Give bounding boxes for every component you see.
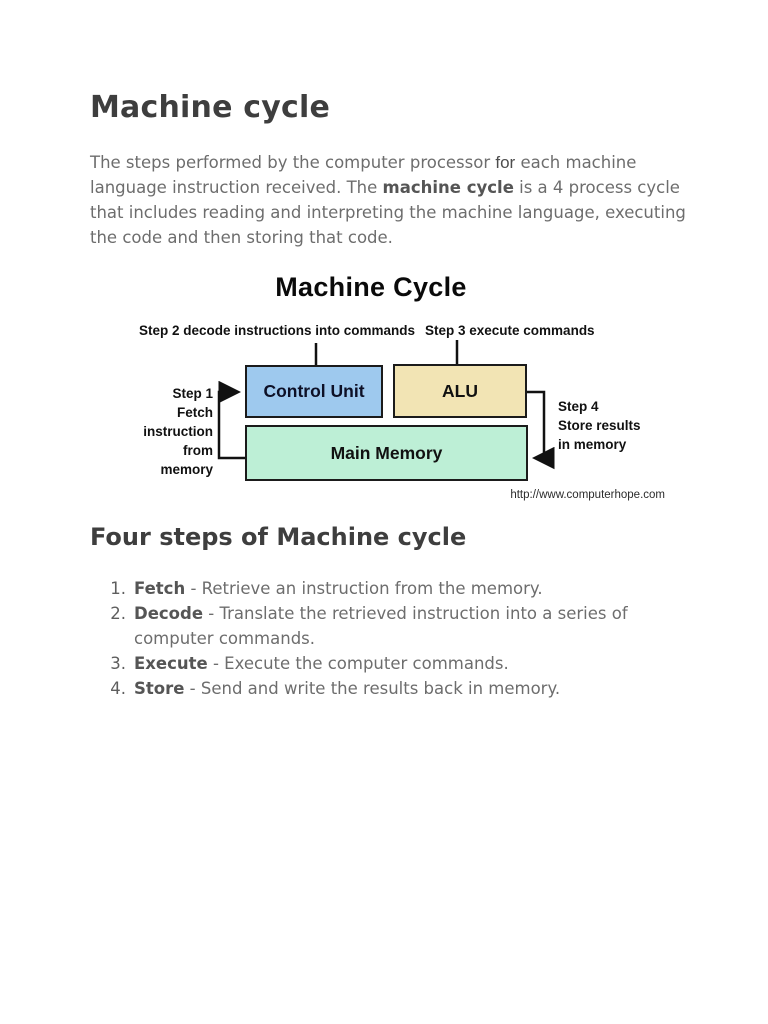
step1-line: instruction bbox=[143, 424, 213, 439]
control-unit-box: Control Unit bbox=[245, 365, 383, 418]
intro-segment-alt: for bbox=[495, 153, 516, 172]
list-item: 2. Decode - Translate the retrieved inst… bbox=[90, 601, 700, 651]
list-item: 1. Fetch - Retrieve an instruction from … bbox=[90, 576, 700, 601]
list-item-text: Fetch - Retrieve an instruction from the… bbox=[134, 576, 700, 601]
step-desc: - Translate the retrieved instruction in… bbox=[134, 604, 628, 648]
list-item-text: Execute - Execute the computer commands. bbox=[134, 651, 700, 676]
step-desc: - Execute the computer commands. bbox=[207, 654, 509, 673]
list-item: 4. Store - Send and write the results ba… bbox=[90, 676, 700, 701]
diagram-title: Machine Cycle bbox=[275, 272, 467, 302]
intro-paragraph: The steps performed by the computer proc… bbox=[90, 150, 690, 250]
alu-label: ALU bbox=[442, 380, 478, 401]
list-item-text: Decode - Translate the retrieved instruc… bbox=[134, 601, 700, 651]
step1-line: Fetch bbox=[176, 405, 213, 420]
step2-label: Step 2 decode instructions into commands bbox=[139, 323, 416, 338]
section-heading: Four steps of Machine cycle bbox=[90, 523, 467, 551]
step4-line: in memory bbox=[558, 437, 627, 452]
list-item-number: 2. bbox=[110, 604, 126, 623]
list-item: 3. Execute - Execute the computer comman… bbox=[90, 651, 700, 676]
step-desc: - Send and write the results back in mem… bbox=[184, 679, 561, 698]
alu-box: ALU bbox=[393, 364, 527, 418]
list-item-text: Store - Send and write the results back … bbox=[134, 676, 700, 701]
intro-segment: The steps performed by the computer proc… bbox=[90, 153, 496, 172]
machine-cycle-diagram: Machine Cycle Step 2 decode instructions… bbox=[137, 270, 667, 515]
page-title: Machine cycle bbox=[90, 90, 331, 125]
intro-segment: each machine language instruction receiv… bbox=[90, 153, 637, 197]
intro-segment: is a 4 process cycle that includes readi… bbox=[90, 178, 686, 247]
step4-line: Store results bbox=[558, 418, 641, 433]
intro-keyword: machine cycle bbox=[382, 178, 514, 197]
main-memory-label: Main Memory bbox=[330, 442, 443, 463]
step1-line: from memory bbox=[160, 443, 213, 477]
control-unit-label: Control Unit bbox=[263, 381, 365, 401]
main-memory-box: Main Memory bbox=[245, 425, 528, 481]
store-arrow bbox=[527, 390, 555, 470]
step4-line: Step 4 bbox=[558, 399, 599, 414]
step-term: Decode bbox=[134, 604, 204, 623]
step-term: Execute bbox=[134, 654, 208, 673]
list-item-number: 4. bbox=[110, 679, 126, 698]
fetch-arrow bbox=[217, 380, 245, 460]
step-term: Fetch bbox=[134, 579, 186, 598]
machine-cycle-steps-list: 1. Fetch - Retrieve an instruction from … bbox=[90, 576, 700, 701]
step1-line: Step 1 bbox=[172, 386, 213, 401]
diagram-source-url: http://www.computerhope.com bbox=[510, 489, 665, 501]
step4-label: Step 4 Store results in memory bbox=[558, 397, 663, 454]
step3-label: Step 3 execute commands bbox=[425, 323, 595, 338]
step1-label: Step 1 Fetch instruction from memory bbox=[137, 384, 213, 479]
step-term: Store bbox=[134, 679, 185, 698]
list-item-number: 3. bbox=[110, 654, 126, 673]
step-desc: - Retrieve an instruction from the memor… bbox=[185, 579, 543, 598]
list-item-number: 1. bbox=[110, 579, 126, 598]
diagram-connector-lines bbox=[217, 340, 555, 470]
